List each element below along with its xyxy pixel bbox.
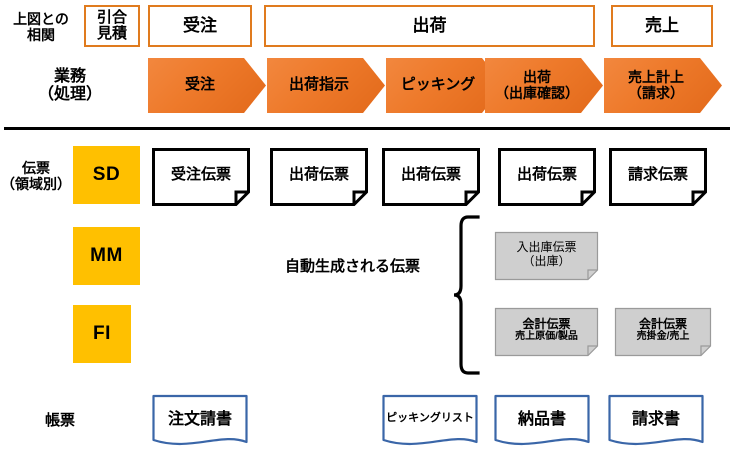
section-divider [4,127,730,130]
gdoc-accounting-slip-cogs-line2: 売上原価/製品 [515,331,578,343]
phase-shipping-line1: 出荷 [412,15,447,35]
process-order[interactable]: 受注 [148,58,266,113]
row-label-operation-line1: 業務 [53,67,86,85]
row-label-operation: 業務 （処理） [0,62,140,110]
report-delivery-note-label: 納品書 [517,410,566,428]
report-invoice-label: 請求書 [631,410,680,428]
process-picking-text: ピッキング [401,77,476,94]
gdoc-accounting-slip-cogs[interactable]: 会計伝票売上原価/製品 [494,307,599,357]
process-sales-posting-line2: （請求） [628,84,684,101]
doc-order-slip-label: 受注伝票 [170,165,231,183]
report-delivery-note[interactable]: 納品書 [494,394,590,448]
doc-shipping-slip-1-text: 出荷伝票 [270,148,368,206]
process-picking[interactable]: ピッキング [386,58,504,113]
doc-shipping-slip-3[interactable]: 出荷伝票 [498,148,596,206]
process-order-text: 受注 [185,77,215,94]
row-label-operation-line2: （処理） [37,86,102,103]
process-order-line1: 受注 [184,76,215,94]
phase-order-line1: 受注 [183,15,217,35]
process-picking-line1: ピッキング [400,76,476,94]
doc-order-slip-text: 受注伝票 [152,148,250,206]
phase-inquiry-quote[interactable]: 引合見積 [84,5,140,47]
process-sales-posting[interactable]: 売上計上（請求） [604,58,722,113]
gdoc-accounting-slip-ar-text: 会計伝票売掛金/売上 [614,307,712,357]
doc-shipping-slip-1[interactable]: 出荷伝票 [270,148,368,206]
report-picking-list-label: ピッキングリスト [386,411,474,424]
module-badge-sd-label: SD [92,164,121,185]
process-shipping-confirm-line2: （出庫確認） [495,84,579,101]
report-picking-list[interactable]: ピッキングリスト [382,394,478,448]
doc-shipping-slip-3-label: 出荷伝票 [516,165,577,183]
process-shipping-confirm-line1: 出荷 [523,68,551,85]
phase-shipping[interactable]: 出荷 [264,5,595,47]
report-invoice[interactable]: 請求書 [608,394,704,448]
process-sales-posting-line1: 売上計上 [628,68,684,85]
report-order-confirmation[interactable]: 注文請書 [152,394,248,448]
phase-inquiry-quote-line2: 見積 [96,25,127,42]
module-badge-fi-label: FI [93,323,111,344]
phase-inquiry-quote-line1: 引合 [96,8,127,26]
gdoc-inventory-slip-line1: 入出庫伝票 [516,239,577,254]
row-label-report-line1: 帳票 [44,412,75,430]
module-badge-mm: MM [73,227,140,285]
phase-sales-line1: 売上 [645,15,679,35]
gdoc-inventory-slip-line2: （出庫） [522,254,571,268]
gdoc-inventory-slip-text: 入出庫伝票（出庫） [494,231,599,281]
phase-order[interactable]: 受注 [148,5,252,47]
row-label-slip-line2: （領域別） [1,176,71,192]
gdoc-accounting-slip-cogs-text: 会計伝票売上原価/製品 [494,307,599,357]
process-shipping-instruction-text: 出荷指示 [289,77,349,94]
row-label-slip: 伝票 （領域別） [0,152,72,200]
doc-billing-slip[interactable]: 請求伝票 [609,148,707,206]
process-sales-posting-text: 売上計上（請求） [628,70,684,101]
report-order-confirmation-label: 注文請書 [167,410,232,428]
report-order-confirmation-text: 注文請書 [152,394,248,448]
report-picking-list-text: ピッキングリスト [382,394,478,448]
gdoc-accounting-slip-ar-line1: 会計伝票 [638,316,687,331]
gdoc-accounting-slip-cogs-line1: 会計伝票 [522,316,571,331]
module-badge-fi: FI [73,305,131,363]
doc-shipping-slip-3-text: 出荷伝票 [498,148,596,206]
process-shipping-instruction-line1: 出荷指示 [288,76,349,94]
row-label-correlation: 上図との 相関 [0,6,82,48]
report-delivery-note-text: 納品書 [494,394,590,448]
doc-shipping-slip-2-label: 出荷伝票 [400,165,461,183]
module-badge-sd: SD [73,146,140,204]
gdoc-accounting-slip-ar-line2: 売掛金/売上 [636,331,690,343]
auto-generated-label: 自動生成される伝票 [285,258,421,275]
module-badge-mm-label: MM [90,245,123,266]
doc-shipping-slip-2[interactable]: 出荷伝票 [382,148,480,206]
process-shipping-instruction[interactable]: 出荷指示 [267,58,385,113]
phase-sales[interactable]: 売上 [611,5,713,47]
gdoc-inventory-slip[interactable]: 入出庫伝票（出庫） [494,231,599,281]
doc-billing-slip-label: 請求伝票 [627,165,688,183]
row-label-slip-line1: 伝票 [22,159,50,176]
report-invoice-text: 請求書 [608,394,704,448]
process-shipping-confirm-text: 出荷（出庫確認） [495,70,579,101]
gdoc-accounting-slip-ar[interactable]: 会計伝票売掛金/売上 [614,307,712,357]
doc-order-slip[interactable]: 受注伝票 [152,148,250,206]
doc-shipping-slip-1-label: 出荷伝票 [288,165,349,183]
row-label-correlation-line1: 上図との [13,10,69,27]
process-shipping-confirm[interactable]: 出荷（出庫確認） [485,58,603,113]
doc-shipping-slip-2-text: 出荷伝票 [382,148,480,206]
auto-generated-brace [452,214,482,376]
doc-billing-slip-text: 請求伝票 [609,148,707,206]
row-label-report: 帳票 [0,406,120,436]
row-label-correlation-line2: 相関 [27,27,55,43]
